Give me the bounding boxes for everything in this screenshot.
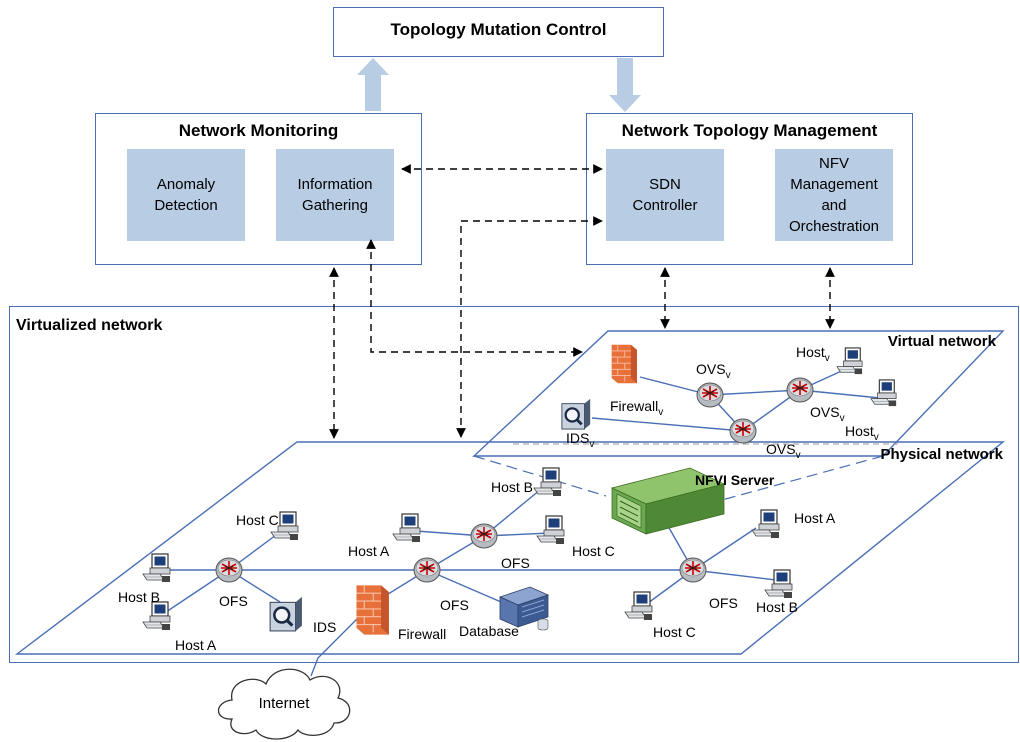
nfv-line2: Management <box>790 176 878 193</box>
ofs-mid-label: OFS <box>501 555 530 571</box>
virtual-ovs-label-1: OVSv <box>696 361 731 381</box>
control-to-management-arrow <box>609 58 641 112</box>
information-gathering-line1: Information <box>297 176 373 193</box>
host-b-top-label: Host B <box>491 479 533 495</box>
firewall-icon <box>355 584 390 636</box>
virtual-firewall-icon <box>611 344 638 384</box>
database-label: Database <box>459 623 519 639</box>
host-b-left-icon <box>142 553 171 583</box>
virtual-ovs-router-icon-3 <box>729 418 757 444</box>
physical-network-plane <box>14 441 1005 655</box>
ofs-left-router-icon <box>215 557 243 583</box>
host-c-right-icon <box>624 591 653 621</box>
nfvi-projection-left <box>473 455 607 497</box>
ids-label: IDS <box>313 619 336 635</box>
virtual-ovs-router-icon-2 <box>786 377 814 403</box>
virtual-host-label-2: Hostv <box>845 423 879 443</box>
virtual-network-title: Virtual network <box>888 333 997 350</box>
info-to-virtual-arrow <box>366 239 583 357</box>
anomaly-detection-block: Anomaly Detection <box>127 149 245 241</box>
anomaly-detection-line2: Detection <box>154 197 218 214</box>
nfvi-server-label: NFVI Server <box>695 472 775 488</box>
virtual-firewall-label: Firewallv <box>610 398 663 418</box>
virtual-ids-icon <box>560 398 592 430</box>
information-gathering-line2: Gathering <box>302 197 368 214</box>
host-a-left-icon <box>142 601 171 631</box>
monitoring-to-control-arrow <box>357 58 389 111</box>
host-b-right-icon <box>764 569 793 599</box>
nfv-line1: NFV <box>818 155 849 172</box>
physical-to-sdn-arrow <box>456 216 603 438</box>
virtual-ovs-router-icon-1 <box>696 382 724 408</box>
network-monitoring-title: Network Monitoring <box>178 121 339 140</box>
ofs-right-router-icon <box>679 557 707 583</box>
database-icon <box>498 586 550 631</box>
host-a-right-icon <box>751 509 780 539</box>
ofs-right-label: OFS <box>709 595 738 611</box>
ids-icon <box>268 596 304 632</box>
virtualized-network-title: Virtualized network <box>16 317 163 334</box>
internet-cloud-icon <box>217 668 351 740</box>
nfvi-projection-right <box>721 455 884 501</box>
host-c-mid-label: Host C <box>572 543 615 559</box>
ofs-left-label: OFS <box>219 593 248 609</box>
ofs-mid-router-icon <box>470 523 498 549</box>
nfv-line3: and <box>821 197 847 214</box>
sdn-controller-line2: Controller <box>632 197 698 214</box>
virtual-ovs-label-2: OVSv <box>810 404 845 424</box>
ofs-center-label: OFS <box>440 597 469 613</box>
firewall-label: Firewall <box>398 626 446 642</box>
virtual-ids-label: IDSv <box>566 430 594 450</box>
sdn-controller-block: SDN Controller <box>606 149 724 241</box>
host-a-left-label: Host A <box>175 637 217 653</box>
host-a-mid-icon <box>392 513 421 543</box>
host-c-mid-icon <box>536 515 565 545</box>
host-b-top-icon <box>533 467 562 497</box>
virtual-host-label-1: Hostv <box>796 344 830 364</box>
nfv-management-block: NFV Management and Orchestration <box>775 149 893 241</box>
network-topology-management-box: Network Topology Management SDN Controll… <box>586 113 913 265</box>
nfvi-server-icon <box>610 467 726 535</box>
host-a-right-label: Host A <box>794 510 836 526</box>
anomaly-detection-line1: Anomaly <box>156 176 216 193</box>
physical-network-title: Physical network <box>880 446 1003 463</box>
virtual-ovs-label-3: OVSv <box>766 441 801 461</box>
host-b-right-label: Host B <box>756 599 798 615</box>
topology-mutation-control-box: Topology Mutation Control <box>333 7 664 57</box>
host-c-left-label: Host C <box>236 512 279 528</box>
nfv-line4: Orchestration <box>788 218 880 235</box>
network-topology-management-title: Network Topology Management <box>621 121 878 140</box>
ofs-center-router-icon <box>413 557 441 583</box>
information-gathering-block: Information Gathering <box>276 149 394 241</box>
sdn-controller-line1: SDN <box>649 176 681 193</box>
topology-mutation-control-title: Topology Mutation Control <box>390 20 607 39</box>
internet-label: Internet <box>259 695 311 712</box>
host-a-mid-label: Host A <box>348 543 390 559</box>
host-b-left-label: Host B <box>118 589 160 605</box>
host-c-right-label: Host C <box>653 624 696 640</box>
